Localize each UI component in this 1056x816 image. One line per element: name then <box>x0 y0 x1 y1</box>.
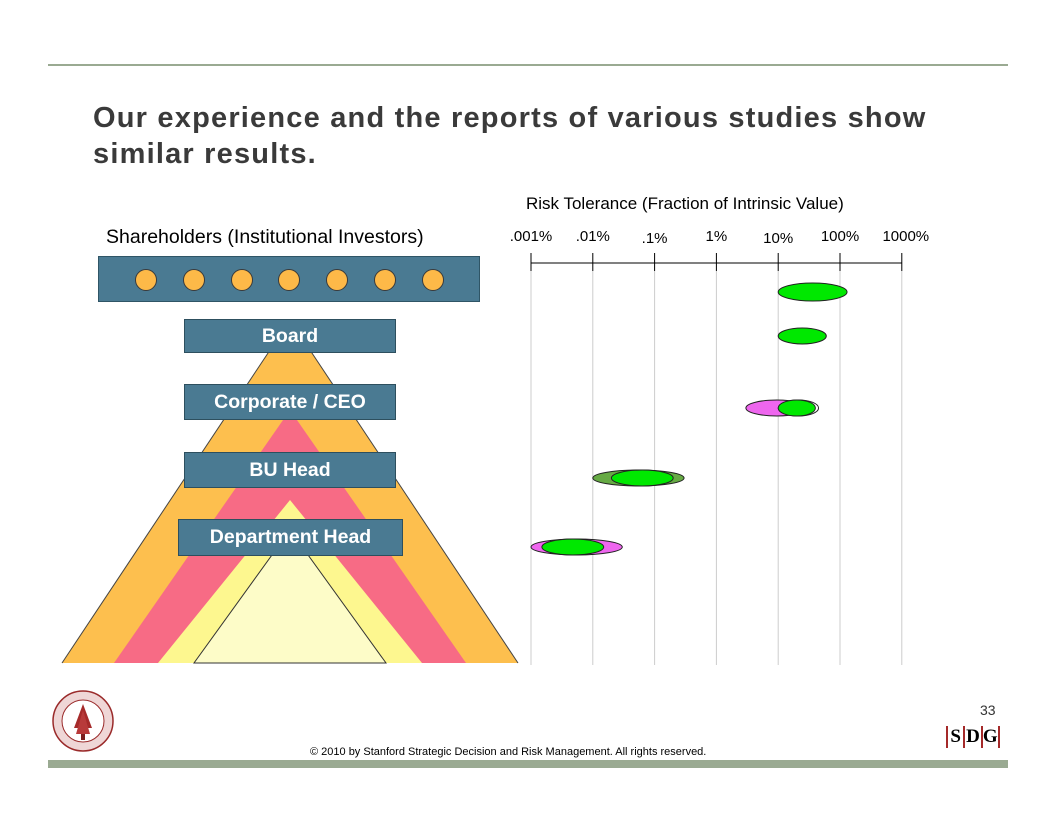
chart-tick-label: .1% <box>641 230 668 247</box>
shareholder-dot <box>230 269 253 291</box>
top-divider <box>48 64 1008 66</box>
shareholders-label: Shareholders (Institutional Investors) <box>106 226 424 248</box>
shareholder-dot <box>374 269 396 291</box>
level-box-corporate-ceo: Corporate / CEO <box>184 384 396 420</box>
page-number: 33 <box>980 702 996 718</box>
level-box-bu-head: BU Head <box>184 452 396 488</box>
bottom-divider <box>48 760 1008 768</box>
level-box-board: Board <box>184 319 396 353</box>
risk-range-ellipse <box>777 399 816 417</box>
sdg-logo: S D G <box>946 726 1000 748</box>
risk-range-ellipse <box>541 538 605 556</box>
slide-title: Our experience and the reports of variou… <box>93 102 927 170</box>
chart-tick-label: 10% <box>763 230 794 247</box>
chart-ranges <box>530 282 848 556</box>
chart-tick-label: 100% <box>820 228 860 245</box>
copyright-text: © 2010 by Stanford Strategic Decision an… <box>310 746 707 758</box>
sdg-logo-letter: D <box>963 726 980 748</box>
sdg-logo-letter: S <box>946 726 963 748</box>
risk-range-ellipse <box>610 469 674 487</box>
risk-range-ellipse <box>777 282 848 302</box>
stanford-seal-logo <box>52 690 114 752</box>
chart-tick-label: .01% <box>575 228 610 245</box>
shareholder-dot <box>326 269 349 291</box>
chart-grid <box>530 253 903 665</box>
pyramid-edge-left <box>61 319 291 664</box>
shareholder-dot <box>278 269 301 291</box>
shareholder-dot <box>135 269 157 291</box>
shareholder-dot <box>182 269 205 291</box>
sdg-logo-letter: G <box>980 726 1000 748</box>
risk-range-ellipse <box>777 327 827 345</box>
chart-axis-title: Risk Tolerance (Fraction of Intrinsic Va… <box>526 194 844 213</box>
chart-tick-label: 1000% <box>882 228 930 245</box>
pyramid-inner-layer <box>193 529 387 664</box>
chart-tick-label: .001% <box>509 228 553 245</box>
shareholder-dot <box>421 269 444 291</box>
shareholders-bar <box>98 256 480 302</box>
chart-tick-label: 1% <box>705 228 728 245</box>
level-box-department-head: Department Head <box>178 519 403 556</box>
pyramid-edge-right <box>289 319 519 664</box>
